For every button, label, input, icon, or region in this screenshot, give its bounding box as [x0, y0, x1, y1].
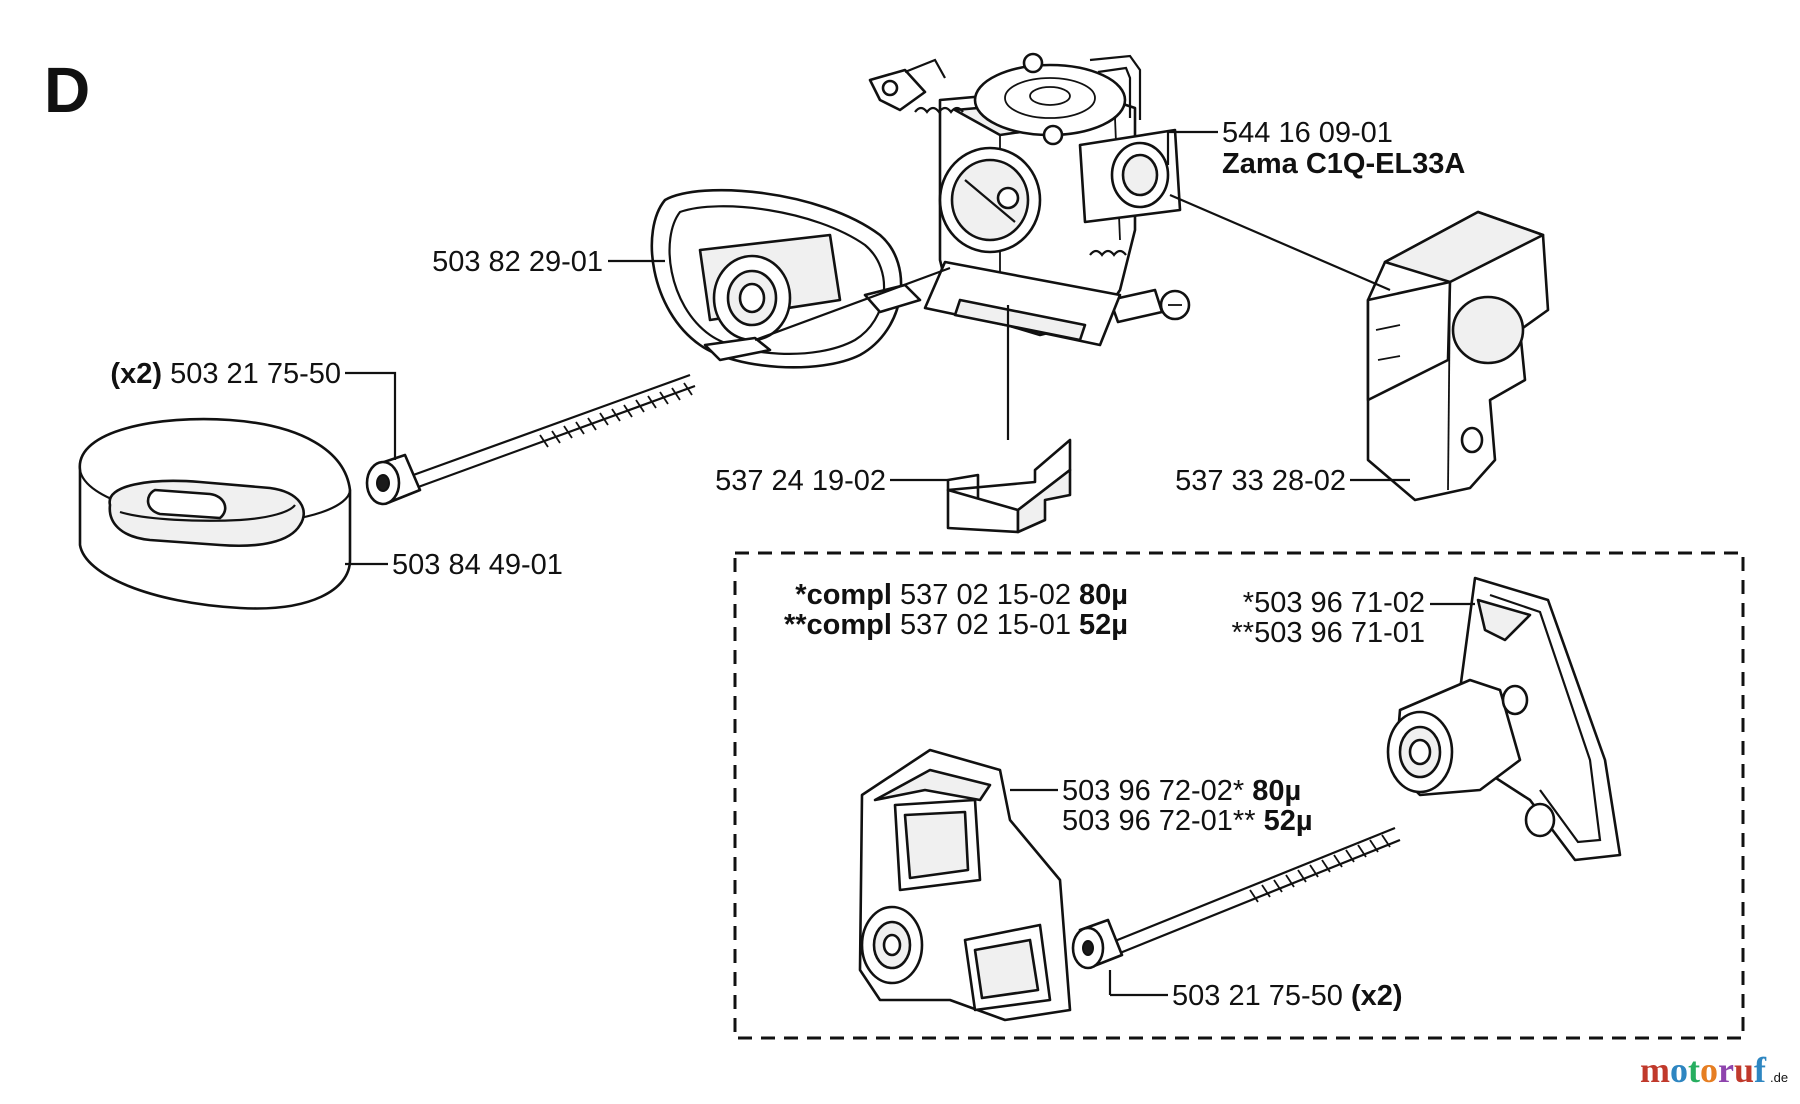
- screw-part-inset: 503 21 75-50: [1172, 980, 1343, 1012]
- inset-cover-illustration: [858, 748, 1072, 1022]
- screw-illustration-inset: [1071, 826, 1401, 970]
- leader-lines: [345, 130, 1410, 566]
- filter-part-number: 503 84 49-01: [392, 549, 563, 581]
- watermark-letter: o: [1700, 1050, 1718, 1090]
- watermark-letter: t: [1688, 1050, 1700, 1090]
- heat-shield-illustration: [1366, 210, 1550, 502]
- compl-b-label: **compl 537 02 15-01 52µ: [784, 609, 1128, 641]
- holder-a-part-number: *503 96 71-02: [1243, 587, 1425, 619]
- screw-qty-inset: (x2): [1351, 980, 1403, 1012]
- watermark-letter: o: [1670, 1050, 1688, 1090]
- holder-b-part-number: **503 96 71-01: [1232, 617, 1426, 649]
- shield-part-number: 537 33 28-02: [1175, 465, 1346, 497]
- gasket-part-number: 503 82 29-01: [432, 246, 603, 278]
- screw-part-upper: 503 21 75-50: [170, 358, 341, 390]
- inset-leader-lines: [1010, 602, 1475, 997]
- cover-a-label: 503 96 72-02* 80µ: [1062, 775, 1301, 807]
- watermark-letter: f: [1754, 1050, 1767, 1090]
- adapter-gasket-illustration: [650, 188, 922, 369]
- spacer-part-number: 537 24 19-02: [715, 465, 886, 497]
- watermark-brand: motoruf: [1640, 1050, 1767, 1090]
- watermark-letter: u: [1734, 1050, 1754, 1090]
- screw-illustration-upper: [365, 373, 696, 506]
- watermark-logo: motoruf .de: [1640, 1050, 1788, 1090]
- screw-qty-upper: (x2): [110, 358, 162, 390]
- cover-b-label: 503 96 72-01** 52µ: [1062, 805, 1313, 837]
- watermark-letter: r: [1718, 1050, 1734, 1090]
- watermark-tld: .de: [1770, 1070, 1788, 1085]
- spacer-block-illustration: [946, 438, 1072, 534]
- section-letter: D: [44, 54, 90, 126]
- watermark-letter: m: [1640, 1050, 1670, 1090]
- air-filter-illustration: [78, 417, 352, 610]
- compl-a-label: *compl 537 02 15-02 80µ: [795, 579, 1128, 611]
- carburetor-illustration: [868, 52, 1191, 347]
- screw-label-inset: 503 21 75-50 (x2): [1172, 980, 1403, 1012]
- carb-part-number: 544 16 09-01: [1222, 117, 1393, 149]
- carb-model-name: Zama C1Q-EL33A: [1222, 148, 1465, 180]
- screw-label-upper: (x2) 503 21 75-50: [110, 358, 341, 390]
- inset-frame: [733, 551, 1745, 1040]
- inset-holder-illustration: [1386, 576, 1622, 862]
